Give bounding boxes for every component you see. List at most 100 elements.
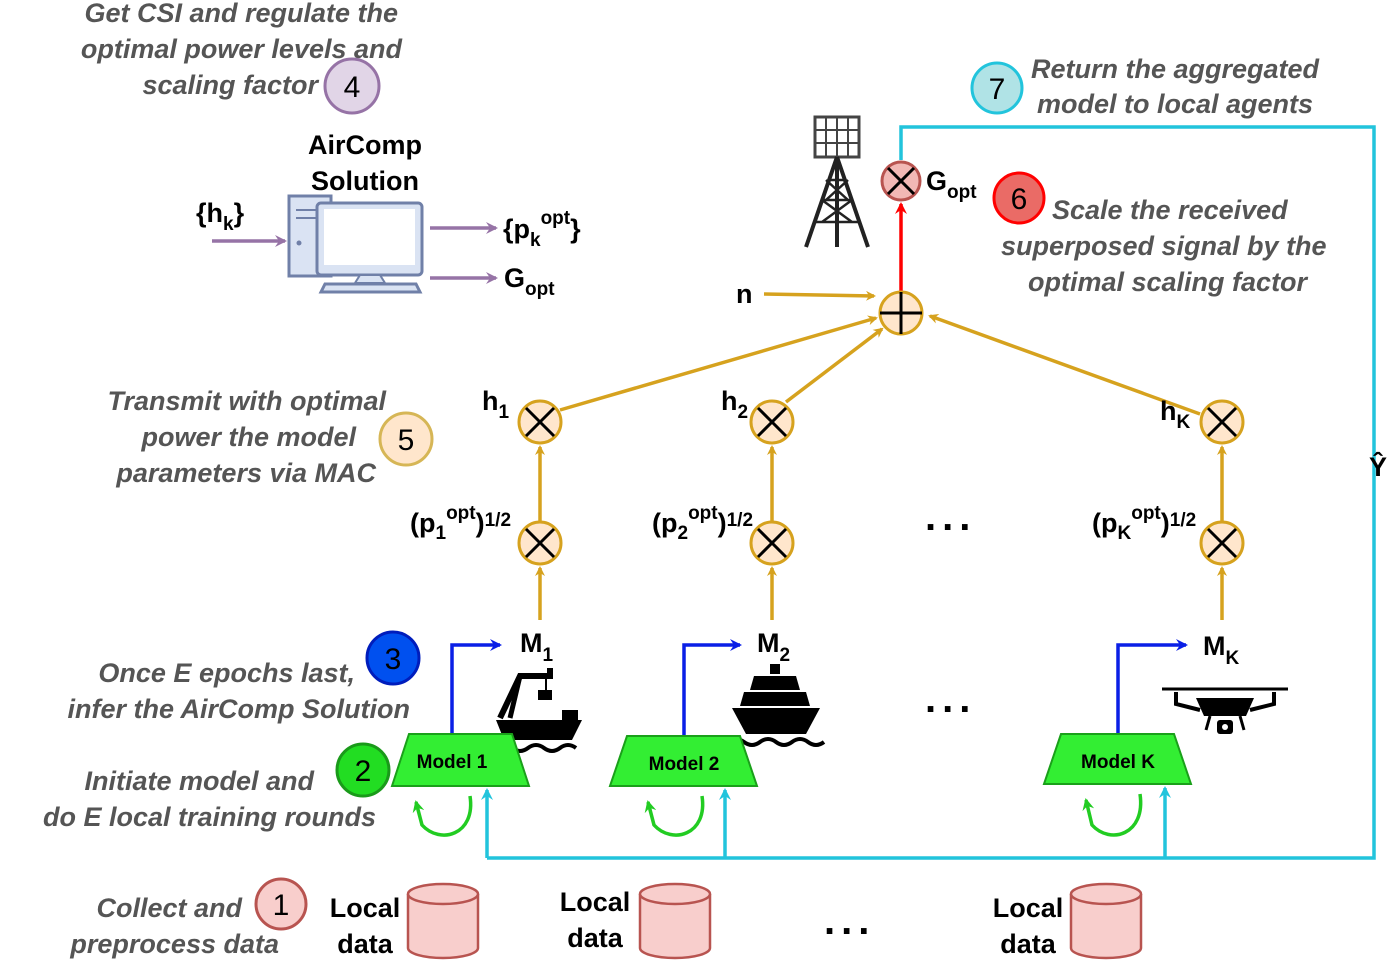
agent-2-model-label: M2: [757, 628, 790, 666]
step-2-text: Initiate model and do E local training r…: [43, 766, 376, 832]
agent-k-power-node: [1199, 520, 1245, 566]
agent-2: h2 (p2opt)1/2 M2 Model 2 Local data: [560, 327, 884, 960]
step-1-text: Collect and preprocess data: [69, 893, 279, 959]
agent-k-model-name: Model K: [1081, 752, 1155, 773]
agent-1-h-label: h1: [482, 386, 510, 423]
step-5-badge: 5: [378, 411, 434, 467]
agent-1-power-label: (p1opt)1/2: [410, 503, 511, 544]
agent-1-channel-node: [517, 399, 563, 445]
step-3-line-2: infer the AirComp Solution: [68, 694, 410, 724]
agent-2-power-label: (p2opt)1/2: [652, 503, 753, 544]
step-6-line-2: superposed signal by the: [1001, 231, 1327, 261]
aircomp-title-line-1: AirComp: [308, 130, 422, 160]
agent-1-training-loop: [412, 795, 473, 837]
agent-1: h1 (p1opt)1/2 M1 Model 1 Local data: [330, 315, 878, 960]
agent-k-channel-node: [1199, 399, 1245, 445]
agent-k-model-block[interactable]: Model K: [1042, 733, 1193, 785]
agent-k-model-label: MK: [1203, 631, 1240, 669]
gain-multiplier-node: [880, 160, 922, 202]
step-4-line-1: Get CSI and regulate the: [84, 0, 398, 28]
agent-2-channel-arrow: [784, 327, 884, 404]
svg-text:Gopt: Gopt: [504, 263, 555, 300]
step-2-line-2: do E local training rounds: [43, 802, 376, 832]
svg-text:4: 4: [344, 71, 361, 104]
agent-1-model-name: Model 1: [417, 752, 488, 773]
step-3-line-1: Once E epochs last,: [98, 658, 355, 688]
step-2-badge: 2: [335, 742, 391, 798]
server-gain-label: Gopt: [926, 166, 977, 203]
ellipsis-power-row: ...: [925, 495, 976, 539]
agent-2-upload-arrow: [682, 639, 742, 738]
step-4-text: Get CSI and regulate the optimal power l…: [81, 0, 403, 100]
cruise-ship-icon: [726, 664, 826, 747]
agent-1-model-label: M1: [520, 628, 554, 666]
svg-text:5: 5: [398, 424, 415, 457]
step-6-badge: 6: [992, 171, 1046, 225]
svg-text:Gopt: Gopt: [926, 166, 977, 203]
agent-k-power-label: (pKopt)1/2: [1092, 503, 1196, 544]
svg-text:7: 7: [989, 73, 1006, 106]
agent-1-database-icon: [406, 882, 480, 960]
step-3-badge: 3: [365, 630, 421, 686]
svg-text:3: 3: [385, 643, 402, 676]
svg-text:6: 6: [1011, 183, 1028, 216]
drone-icon: [1162, 687, 1288, 734]
agent-k: hK (pKopt)1/2 MK Model K Local data: [928, 314, 1288, 960]
svg-text:1: 1: [273, 889, 290, 922]
agent-2-database-icon: [638, 882, 712, 960]
agent-k-data-label-2: data: [1000, 929, 1057, 959]
agent-2-data-label-2: data: [567, 923, 624, 953]
step-5-text: Transmit with optimal power the model pa…: [107, 386, 386, 488]
base-station-antenna-icon: [804, 115, 870, 248]
step-5-line-2: power the model: [140, 422, 356, 452]
agent-k-data-label-1: Local: [993, 893, 1064, 923]
agent-2-data-label-1: Local: [560, 887, 631, 917]
agent-1-data-label-2: data: [337, 929, 394, 959]
csi-input-label: {hk}: [196, 198, 245, 235]
return-label: Ŷ: [1369, 451, 1387, 482]
step-7-text: Return the aggregated model to local age…: [1031, 54, 1320, 119]
agent-k-database-icon: [1069, 882, 1143, 960]
agent-1-power-node: [517, 520, 563, 566]
return-path-line: [487, 125, 1376, 860]
gain-output-label: Gopt: [504, 263, 555, 300]
noise-label: n: [736, 279, 753, 309]
step-5-line-3: parameters via MAC: [115, 458, 376, 488]
computer-icon: [287, 194, 424, 294]
agent-2-channel-node: [749, 399, 795, 445]
step-2-line-1: Initiate model and: [84, 766, 314, 796]
ellipsis-device-row: ...: [925, 677, 976, 721]
step-6-line-1: Scale the received: [1052, 195, 1288, 225]
step-6-text: Scale the received superposed signal by …: [1001, 195, 1327, 297]
agent-2-training-loop: [644, 795, 705, 837]
agent-k-upload-arrow: [1116, 639, 1188, 736]
step-7-line-1: Return the aggregated: [1031, 54, 1320, 84]
svg-text:{pkopt}: {pkopt}: [503, 208, 581, 251]
step-1-badge: 1: [254, 877, 308, 931]
step-4-badge: 4: [323, 57, 381, 115]
step-3-text: Once E epochs last, infer the AirComp So…: [68, 658, 410, 724]
step-4-line-3: scaling factor: [142, 70, 319, 100]
agent-2-power-node: [749, 520, 795, 566]
step-6-line-3: optimal scaling factor: [1028, 267, 1309, 297]
agent-1-model-block[interactable]: Model 1: [390, 733, 531, 787]
agent-1-upload-arrow: [450, 639, 502, 736]
noise-arrow: [763, 290, 876, 301]
agent-1-data-label-1: Local: [330, 893, 401, 923]
adder-node: [878, 290, 924, 336]
agent-k-h-label: hK: [1160, 396, 1191, 433]
agent-k-channel-arrow: [928, 314, 1201, 416]
agent-2-model-block[interactable]: Model 2: [608, 735, 759, 787]
step-5-line-1: Transmit with optimal: [107, 386, 386, 416]
agent-2-model-name: Model 2: [649, 754, 720, 775]
aircomp-title-line-2: Solution: [311, 166, 419, 196]
power-output-label: {pkopt}: [503, 208, 581, 251]
agent-k-training-loop: [1082, 793, 1143, 837]
step-1-line-2: preprocess data: [69, 929, 279, 959]
ellipsis-data-row: ...: [824, 899, 875, 943]
agent-2-h-label: h2: [721, 386, 748, 423]
svg-text:{hk}: {hk}: [196, 198, 245, 235]
step-1-line-1: Collect and: [96, 893, 242, 923]
